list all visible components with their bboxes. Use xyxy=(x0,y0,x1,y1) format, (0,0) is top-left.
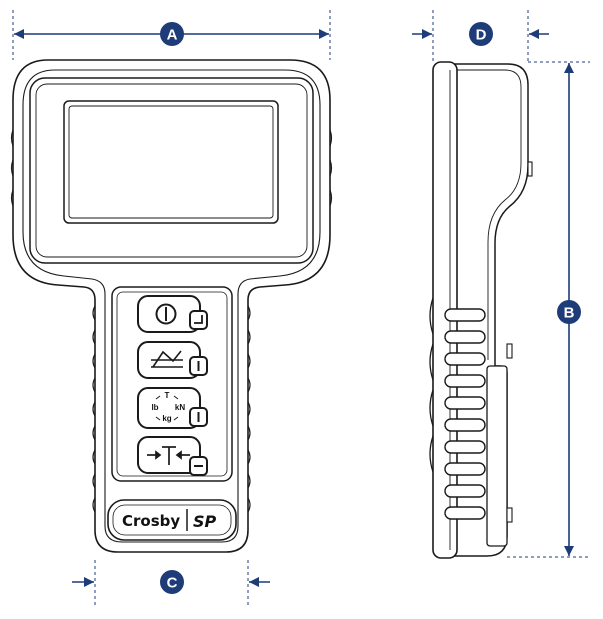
tare-button[interactable] xyxy=(137,436,208,476)
unit-label-top: T xyxy=(165,391,170,400)
sp-logo: SP xyxy=(193,512,217,531)
front-body-inner-edge xyxy=(22,69,321,543)
dim-b-badge xyxy=(557,300,581,324)
side-view xyxy=(429,61,533,559)
display-bezel-inner xyxy=(35,83,308,258)
side-port xyxy=(527,161,533,177)
keypad-panel xyxy=(111,286,233,482)
minus-icon xyxy=(189,456,208,476)
side-button-bumps xyxy=(429,297,434,473)
units-icon: T lb kN kg xyxy=(151,391,185,423)
zero-button[interactable] xyxy=(137,341,208,379)
front-view: T lb kN kg xyxy=(10,59,333,553)
dimension-b: B xyxy=(507,61,590,558)
power-button[interactable] xyxy=(137,295,208,333)
dimension-d: D xyxy=(412,10,549,64)
keypad-panel-inner xyxy=(116,291,228,477)
dim-a-label: A xyxy=(167,27,178,44)
dimension-c: C xyxy=(72,560,270,607)
dim-c-badge xyxy=(160,570,184,594)
units-button[interactable]: T lb kN kg xyxy=(137,387,208,429)
dim-c-label: C xyxy=(167,575,178,592)
side-grip-slots xyxy=(444,308,486,520)
side-back-inner-edge xyxy=(455,69,522,360)
brand-name: Crosby xyxy=(122,512,180,530)
dimension-a: A xyxy=(12,10,331,60)
dim-d-badge xyxy=(469,22,493,46)
plus-icon xyxy=(189,356,208,376)
enter-icon xyxy=(189,310,208,330)
unit-label-right: kN xyxy=(175,403,185,412)
dim-d-label: D xyxy=(476,27,487,44)
dim-a-badge xyxy=(160,22,184,46)
zero-icon xyxy=(151,350,183,368)
unit-label-left: lb xyxy=(151,403,158,412)
power-icon xyxy=(155,303,177,325)
battery-door xyxy=(486,365,508,547)
side-clip-lower xyxy=(506,507,513,523)
side-clip xyxy=(506,343,513,359)
lcd-screen-inner xyxy=(68,105,274,219)
lcd-screen xyxy=(63,100,279,224)
dim-b-label: B xyxy=(564,305,575,322)
unit-label-bottom: kg xyxy=(162,414,171,423)
brand-label: Crosby SP xyxy=(107,499,237,541)
tare-icon xyxy=(147,446,190,465)
front-grip-ridges xyxy=(10,129,333,513)
plus-icon xyxy=(189,407,208,427)
